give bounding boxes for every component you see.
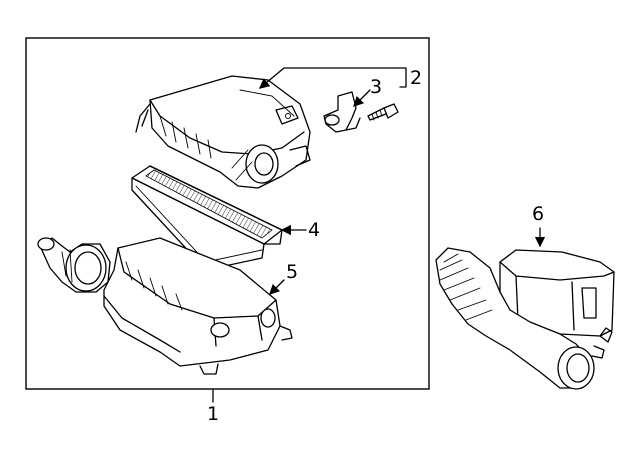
assembly-frame bbox=[25, 37, 430, 390]
leader-lines bbox=[212, 67, 546, 403]
air-filter-drawing bbox=[131, 165, 283, 271]
callout-1: 1 bbox=[207, 403, 219, 425]
bolt-drawing bbox=[367, 103, 399, 121]
callout-3: 3 bbox=[370, 76, 382, 98]
intake-boot-drawing bbox=[37, 237, 111, 293]
callout-4: 4 bbox=[308, 219, 320, 241]
callout-5: 5 bbox=[286, 261, 298, 283]
callout-6: 6 bbox=[532, 203, 544, 225]
sensor-drawing bbox=[323, 91, 361, 133]
callout-2: 2 bbox=[410, 67, 422, 89]
lower-case-drawing bbox=[103, 237, 293, 375]
upper-cover-drawing bbox=[135, 75, 311, 189]
intake-duct-drawing bbox=[435, 247, 615, 390]
